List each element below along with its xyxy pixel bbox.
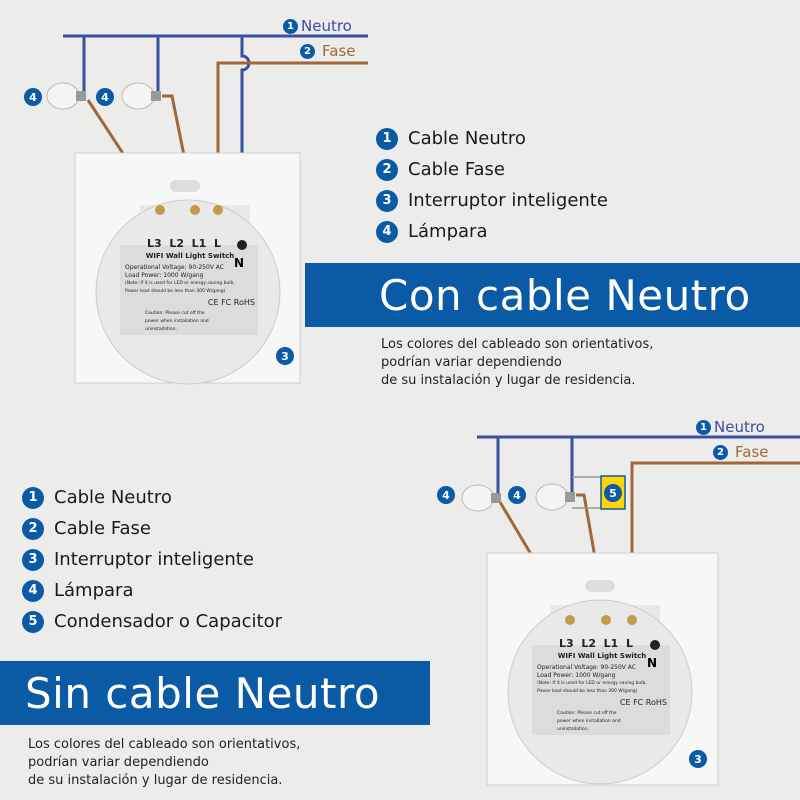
- banner-with-neutral: Con cable Neutro: [305, 263, 800, 327]
- neutral-wire: [477, 435, 800, 493]
- lamp-badge: 4: [437, 486, 455, 504]
- lamp-badge: 4: [24, 88, 42, 106]
- capacitor-badge: 5: [604, 484, 622, 502]
- switch-module-label: L3 L2 L1 L WIFI Wall Light Switch Operat…: [125, 237, 255, 332]
- top-lamps: [46, 82, 161, 110]
- banner-without-neutral: Sin cable Neutro: [0, 661, 430, 725]
- neutral-terminal-label: N: [647, 656, 658, 670]
- bottom-lamps: [461, 483, 575, 512]
- lamp-badge: 4: [96, 88, 114, 106]
- top-switch: [74, 152, 301, 385]
- note-top: Los colores del cableado son orientativo…: [381, 337, 654, 388]
- bottom-switch: [486, 552, 719, 786]
- lamp-badge: 4: [508, 486, 526, 504]
- neutral-terminal-label: N: [234, 256, 245, 270]
- switch-badge: 3: [276, 347, 294, 365]
- switch-module-label: L3 L2 L1 L WIFI Wall Light Switch Operat…: [537, 637, 667, 732]
- switch-badge: 3: [689, 750, 707, 768]
- neutral-wire: [63, 34, 368, 245]
- note-bottom: Los colores del cableado son orientativo…: [28, 737, 301, 788]
